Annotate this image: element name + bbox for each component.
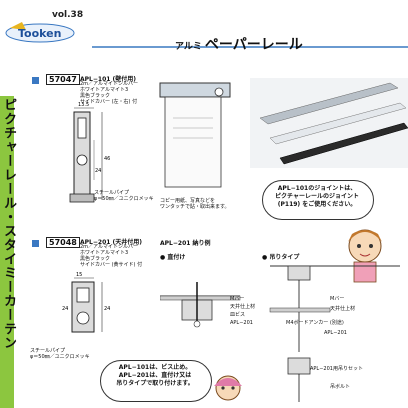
mascot-bottom-icon [214, 375, 242, 401]
side-accent-bar [0, 96, 14, 408]
mount-label-ceiling-2: 天井仕上材 [330, 306, 356, 312]
mount-label-model: APL−201 [230, 320, 253, 326]
joint-callout-bubble [262, 180, 374, 220]
dim-top: 15 [76, 272, 82, 278]
rail-product-photo [250, 78, 408, 168]
title-prefix: アルミ [175, 42, 202, 52]
header-rule [92, 46, 408, 48]
product-code: 57047 [46, 74, 80, 85]
mount-label-mbar-2: Mバー [330, 296, 345, 302]
brand-name: Tooken [18, 27, 61, 40]
pipe-label: スチールパイプ φ＝50㎜／ユニクロメッキ [30, 348, 90, 360]
page-title: アルミペーパーレール [175, 34, 303, 54]
brand-logo: Tooken [5, 22, 75, 43]
mount-label-bolt-2: 吊ボルト [330, 384, 351, 390]
mount-label-anchor: M4ボードアンカー (別途) [286, 320, 344, 326]
product-code: 57048 [46, 237, 80, 248]
pipe-label: スチールパイプ φ＝50㎜／ユニクロメッキ [94, 190, 154, 202]
mount-label-ceiling: 天井仕上材 [230, 304, 256, 310]
install-callout-bubble [100, 360, 212, 402]
photo-caption: コピー用紙、写真などを ワンタッチで貼・取出来ます。 [160, 198, 230, 210]
mount-label-bolt: 皿ビス [230, 312, 246, 318]
rail-profile-drawing: 13.5 46 24 [69, 102, 110, 203]
dim-top: 13.5 [78, 102, 89, 108]
install-callout-text: APL−101は、ビス止め。 APL−201は、直付け又は 吊りタイプで取り付け… [116, 364, 194, 387]
mount-label-mbar: Mバー [230, 296, 245, 302]
product-marker-icon [32, 240, 39, 247]
dim-inner: 24 [95, 168, 101, 174]
dim-right: 24 [104, 306, 110, 312]
product-name: APL−201 (天井付用) [80, 239, 142, 246]
joint-callout-text: APL−101のジョイントは、 ピクチャーレールのジョイント (P119) をご… [275, 185, 359, 208]
title-main: ペーパーレール [204, 37, 303, 53]
mount-left-label: ● 直付け [160, 254, 186, 261]
mount-label-hanger: APL−201用吊りセット [310, 366, 363, 372]
mount-label-model-2: APL−201 [324, 330, 347, 336]
product-desc: 2m／アルマイトシルバー ホワイトアルマイト3 黒色ブラック サイドカバー (左… [80, 81, 139, 105]
side-category-title: ピクチャーレール・スタイミーカーテン [1, 98, 16, 350]
vol-number: vol.38 [52, 10, 84, 20]
mount-right-label: ● 吊りタイプ [262, 254, 300, 261]
product-desc: 2m／アルマイトシルバー ホワイトアルマイト3 黒色ブラック サイドカバー (黄… [80, 244, 143, 268]
paper-rail-illustration [159, 82, 231, 188]
product-name: APL−101 (壁付用) [80, 76, 136, 83]
dim-inner: 24 [62, 306, 68, 312]
product-marker-icon [32, 77, 39, 84]
mount-diagram [160, 265, 400, 402]
mascot-character-icon [348, 229, 382, 283]
rail-profile-drawing-2: 15 24 24 [62, 272, 110, 333]
dim-right: 46 [104, 156, 110, 162]
mount-title: APL−201 納り例 [160, 240, 211, 247]
